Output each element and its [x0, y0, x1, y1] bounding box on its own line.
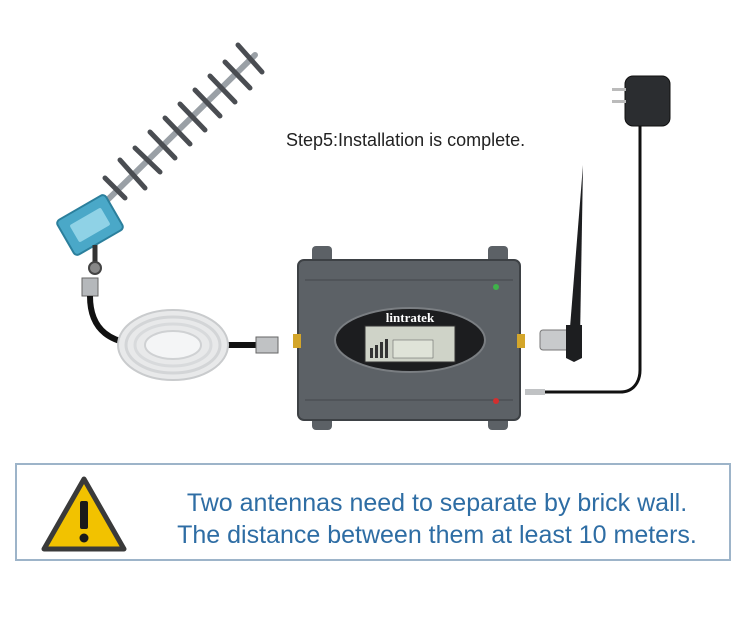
step-title: Step5:Installation is complete. [286, 130, 525, 151]
warning-line-2: The distance between them at least 10 me… [167, 519, 707, 551]
signal-booster-icon: lintratek [293, 246, 525, 430]
brand-logo: lintratek [386, 310, 435, 325]
yagi-antenna-icon [56, 45, 262, 296]
warning-line-1: Two antennas need to separate by brick w… [167, 487, 707, 519]
whip-antenna-icon [540, 165, 583, 362]
coaxial-cable-icon [90, 296, 278, 380]
warning-message: Two antennas need to separate by brick w… [167, 487, 707, 551]
warning-triangle-icon [40, 475, 128, 553]
warning-box: Two antennas need to separate by brick w… [15, 463, 731, 561]
